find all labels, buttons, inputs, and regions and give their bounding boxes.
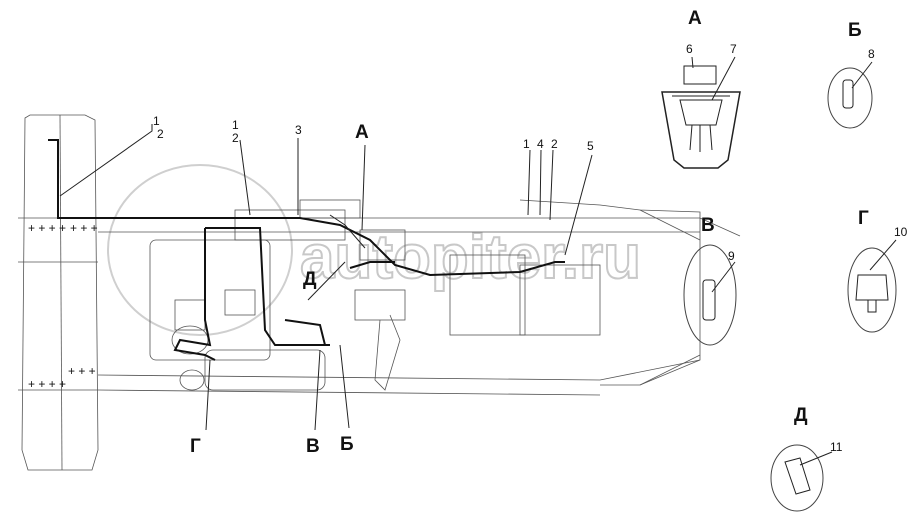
callout-1: 1 [232,118,239,132]
callout-8: 8 [868,47,875,61]
callout-2: 2 [551,137,558,151]
watermark: autopiter.ru [107,164,642,336]
leader-lines [59,124,593,431]
detail-a: А 6 7 [661,8,741,169]
callout-3: 3 [295,123,302,137]
callout-2: 2 [232,131,239,145]
view-label-v: В [306,436,320,457]
detail-b: Б 8 [827,20,875,129]
callout-6: 6 [686,42,693,56]
cab-outline: + + + + + + + + + + + + + + [18,114,99,471]
svg-text:+ + + +: + + + + [28,377,66,391]
callout-2: 2 [157,127,164,141]
wiring-harness [48,139,565,361]
view-label-d: Д [303,269,317,290]
detail-d: Д 11 [770,405,843,512]
detail-g: Г 10 [847,208,908,333]
callout-10: 10 [894,225,908,239]
view-label-b: Б [340,434,354,455]
callout-11: 11 [830,440,843,454]
svg-text:Д: Д [794,405,808,426]
svg-text:В: В [701,215,715,236]
callout-7: 7 [730,42,737,56]
detail-v: В 9 [683,215,737,346]
callout-9: 9 [728,249,735,263]
svg-text:Б: Б [848,20,862,41]
callout-1: 1 [153,114,160,128]
callout-1: 1 [523,137,530,151]
view-label-a: А [355,122,369,143]
callout-5: 5 [587,139,594,153]
svg-text:+ + +: + + + [68,364,96,378]
svg-text:Г: Г [858,208,869,229]
svg-text:+ + +: + + + [70,221,98,235]
callout-4: 4 [537,137,544,151]
svg-text:А: А [688,8,702,29]
svg-text:autopiter.ru: autopiter.ru [300,223,641,292]
view-label-g: Г [190,436,201,457]
svg-text:+ + + +: + + + + [28,221,66,235]
